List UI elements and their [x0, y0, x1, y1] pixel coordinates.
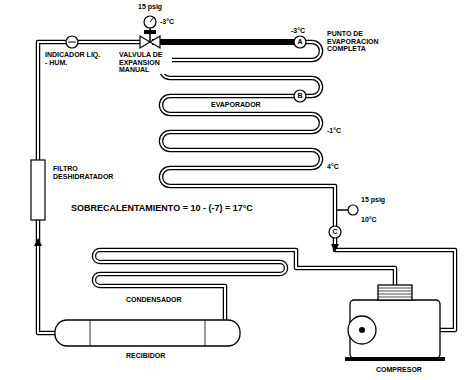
- cooling-fin: [378, 297, 412, 298]
- point-marker: [294, 90, 306, 102]
- gauge-needle: [150, 18, 153, 22]
- flywheel-hub: [359, 327, 365, 333]
- callout-label: -3°C: [159, 18, 175, 26]
- sight-glass-mark: [68, 42, 76, 43]
- callout-label: CONDENSADOR: [125, 296, 183, 304]
- pipe-inner: [38, 42, 144, 333]
- pressure-gauge: [348, 205, 358, 215]
- callout-label: 15 psig: [137, 3, 163, 11]
- flywheel: [348, 316, 376, 344]
- callout-label: 10°C: [360, 216, 378, 224]
- point-marker: [329, 226, 341, 238]
- callout-label: RECIBIDOR: [125, 352, 166, 360]
- callout-label: VALVULA DE EXPANSION MANUAL: [118, 51, 172, 74]
- point-marker: [294, 36, 306, 48]
- cooling-fin: [378, 291, 412, 292]
- callout-label: EVAPORADOR: [210, 101, 262, 109]
- flow-arrow: [331, 244, 339, 252]
- point-letter: C: [332, 228, 337, 236]
- liquid-section: [152, 39, 300, 45]
- cooling-fin: [378, 288, 412, 289]
- callout-label: COMPRESOR: [375, 366, 423, 374]
- callout-label: 4°C: [326, 163, 340, 171]
- tank-band: [90, 320, 91, 346]
- callout-label: FILTRO DESHIDRATADOR: [52, 165, 104, 180]
- callout-label: SOBRECALENTAMIENTO = 10 - (-7) = 17°C: [70, 204, 254, 214]
- compressor-body: [350, 300, 440, 358]
- pipe-outline: [38, 42, 144, 333]
- valve-handle: [144, 30, 156, 34]
- pressure-gauge: [144, 16, 156, 28]
- callout-label: INDICADOR LIQ. - HUM.: [44, 51, 102, 66]
- point-letter: B: [297, 92, 302, 100]
- cooling-fin: [378, 294, 412, 295]
- callout-label: -1°C: [326, 127, 342, 135]
- callout-label: -3°C: [290, 27, 306, 35]
- compressor-base: [345, 357, 445, 361]
- callout-label: 15 psig: [360, 196, 386, 204]
- callout-label: PUNTO DE EVAPORACION COMPLETA: [326, 30, 400, 53]
- sight-glass: [66, 36, 78, 48]
- tank-band: [205, 320, 206, 346]
- gauge-stem: [337, 209, 348, 211]
- compressor-head: [378, 285, 412, 300]
- receiver-tank: [55, 320, 240, 346]
- filter-drier: [31, 160, 45, 220]
- flow-arrow: [34, 238, 42, 246]
- point-letter: A: [297, 38, 302, 46]
